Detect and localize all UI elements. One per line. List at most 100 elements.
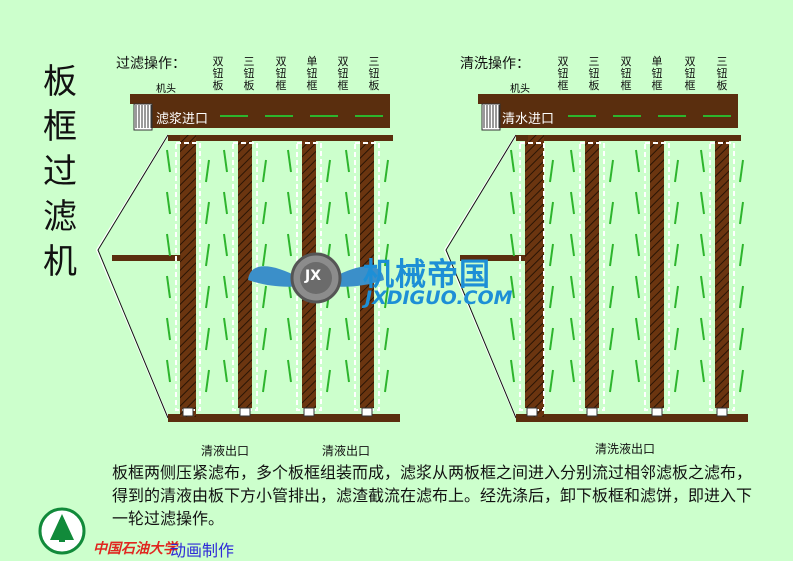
animation-credit: 动画制作 [170,541,235,560]
flow-arrow [166,149,171,173]
flow-arrow [345,233,350,257]
flow-arrow [549,243,554,267]
flow-arrow [262,243,267,267]
flow-arrow [345,359,350,383]
bottom-rail [516,414,748,422]
filtration-header: 过滤操作： [116,56,186,72]
flow-arrow [287,233,292,257]
flow-arrow [674,369,679,393]
flow-arrow [635,317,640,341]
flow-arrow [262,285,267,309]
inlet-grille [481,103,501,131]
bottom-rail [168,414,400,422]
flow-arrow [166,233,171,257]
flow-arrow [674,327,679,351]
flow-arrow [635,149,640,173]
plate-top-tab [178,94,204,104]
flow-arrow [384,369,389,393]
flow-arrow [739,159,744,183]
outlet-valve [361,407,373,417]
flow-arrow [700,233,705,257]
description-text: 板框两侧压紧滤布，多个板框组装而成，滤浆从两板框之间进入分别流过相邻滤板之滤布，… [112,463,753,528]
filtration-head-label: 机头 [156,84,176,95]
filter-plate [650,141,664,408]
flow-arrow [635,275,640,299]
flow-arrow [674,201,679,225]
flow-arrow [326,327,331,351]
flow-arrow [570,275,575,299]
flow-arrow [510,317,515,341]
flow-arrow [700,359,705,383]
flow-arrow [166,275,171,299]
plate-top-tab [357,94,383,104]
flow-arrow [510,359,515,383]
flow-arrow [700,149,705,173]
filter-plate [525,141,539,408]
flow-arrow [674,243,679,267]
flow-arrow [700,317,705,341]
flow-arrow [287,359,292,383]
filter-cloth [175,142,201,411]
press-shaft [460,255,530,261]
flow-arrow [262,369,267,393]
flow-arrow [739,285,744,309]
flow-arrow [635,233,640,257]
watermark-emblem [248,252,384,304]
outlet-valve [182,407,194,417]
plate-top-tab [712,94,738,104]
plate-top-tab [235,94,261,104]
flow-arrow [609,285,614,309]
flow-arrow [739,201,744,225]
flow-arrow [739,369,744,393]
flow-arrow [205,243,210,267]
outlet-valve [303,407,315,417]
flow-arrow [223,359,228,383]
washing-plate-label: 双钮框 [684,55,696,92]
flow-arrow [384,327,389,351]
flow-arrow [674,159,679,183]
filter-cloth [644,142,670,411]
flow-arrow [570,233,575,257]
flow-arrow [262,327,267,351]
flow-arrow [223,149,228,173]
flow-arrow [384,201,389,225]
flow-arrow [609,201,614,225]
filter-plate [715,141,729,408]
outlet-valve [651,407,663,417]
flow-arrow [326,201,331,225]
outlet-valve [239,407,251,417]
flow-arrow [166,317,171,341]
plate-top-tab [647,94,673,104]
flow-arrow [223,317,228,341]
slurry-inlet-label: 滤浆进口 [156,112,209,127]
filter-cloth [232,142,258,411]
press-shaft [112,255,182,261]
flow-arrow [384,159,389,183]
outlet-valve [716,407,728,417]
washing-plate-label: 三钮板 [588,55,600,92]
flow-arrow [287,149,292,173]
filtration-plate-label: 双钮框 [337,55,349,92]
flow-arrow [570,317,575,341]
flow-arrow [700,275,705,299]
washing-plate-label: 单钮框 [651,55,663,92]
filtrate-outlet-label: 清液出口 [322,444,371,458]
filtration-press [95,94,400,422]
university-logo [38,507,86,555]
flow-arrow [384,285,389,309]
washing-head-label: 机头 [510,84,530,95]
flow-arrow [674,285,679,309]
flow-arrow [609,327,614,351]
flow-arrow [223,191,228,215]
water-inlet-label: 清水进口 [502,112,555,127]
flow-arrow [549,327,554,351]
flow-arrow [549,201,554,225]
outlet-valve [586,407,598,417]
flow-arrow [262,159,267,183]
washing-plate-label: 双钮框 [557,55,569,92]
flow-arrow [287,191,292,215]
outlet-valve [526,407,538,417]
flow-arrow [205,327,210,351]
flow-arrow [739,243,744,267]
press-end-cone-edge [97,134,169,419]
